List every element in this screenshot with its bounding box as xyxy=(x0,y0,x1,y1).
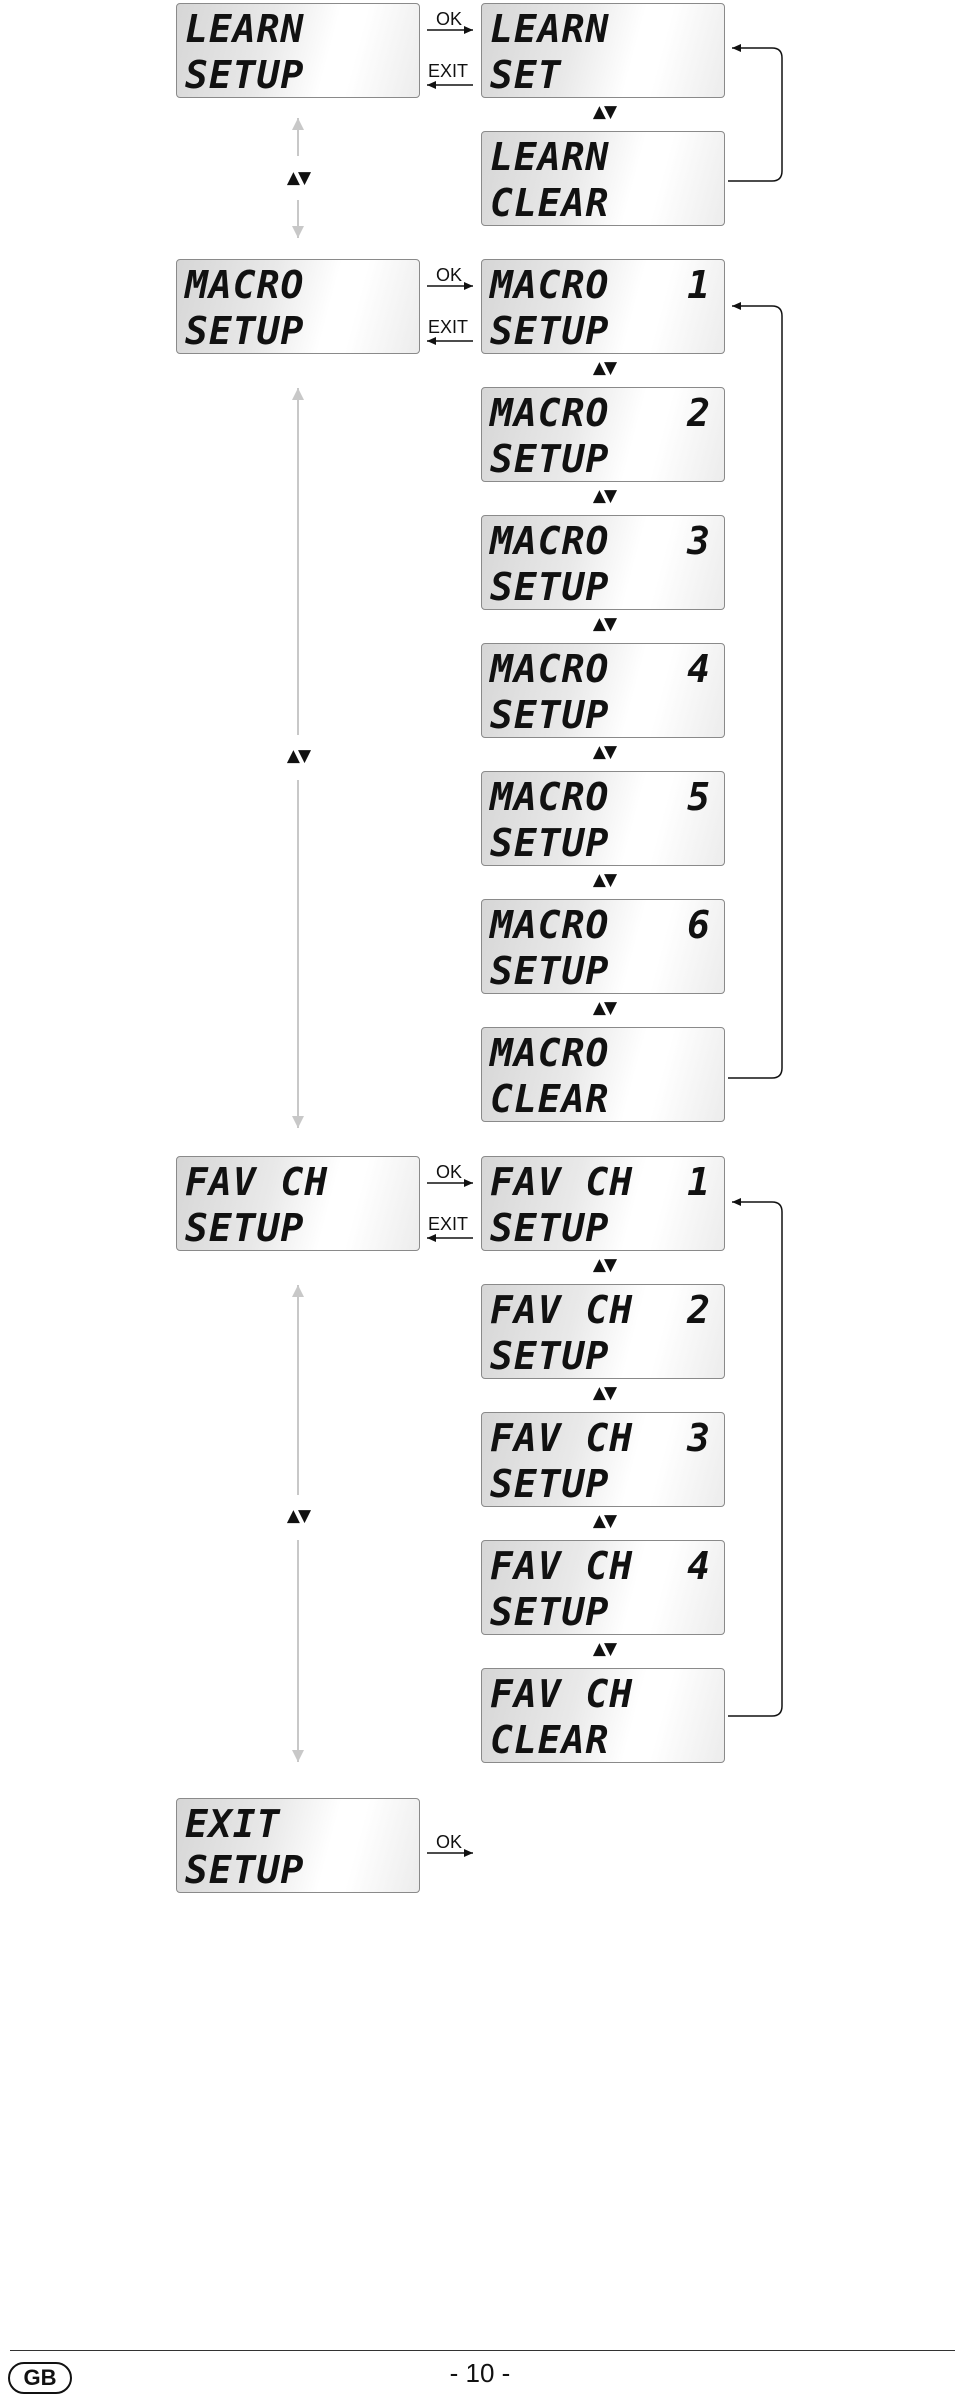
lcd-macro-2-setup: MACRO 2 SETUP xyxy=(481,387,725,482)
lcd-line-1: MACRO xyxy=(185,263,305,307)
lcd-line-1: MACRO xyxy=(490,647,610,691)
lcd-learn-setup: LEARN SETUP xyxy=(176,3,420,98)
lcd-number: 1 xyxy=(687,1160,710,1204)
lcd-number: 6 xyxy=(687,903,710,947)
lcd-line-2: SETUP xyxy=(490,1590,610,1634)
lcd-line-1: MACRO xyxy=(490,1031,610,1075)
lcd-fav-ch-3-setup: FAV CH 3 SETUP xyxy=(481,1412,725,1507)
lcd-line-1: FAV CH xyxy=(490,1544,634,1588)
lcd-line-2: SETUP xyxy=(185,1206,305,1250)
updown-symbol-macro-5: ▲▼ xyxy=(592,870,617,890)
lcd-learn-clear: LEARN CLEAR xyxy=(481,131,725,226)
updown-symbol-macro-3: ▲▼ xyxy=(592,614,617,634)
updown-symbol-main-2: ▲▼ xyxy=(286,746,311,766)
footer-divider xyxy=(10,2350,955,2351)
lcd-line-2: SET xyxy=(490,53,562,97)
lcd-line-1: MACRO xyxy=(490,775,610,819)
exit-label-macro: EXIT xyxy=(428,317,469,337)
lcd-number: 2 xyxy=(687,1288,710,1332)
lcd-fav-ch-clear: FAV CH CLEAR xyxy=(481,1668,725,1763)
lcd-number: 4 xyxy=(687,647,710,691)
ok-label-exit: OK xyxy=(436,1832,463,1852)
loop-learn xyxy=(728,44,783,182)
updown-symbol-macro-1: ▲▼ xyxy=(592,358,617,378)
updown-symbol-macro-2: ▲▼ xyxy=(592,486,617,506)
lcd-line-2: SETUP xyxy=(490,1206,610,1250)
lcd-fav-ch-1-setup: FAV CH 1 SETUP xyxy=(481,1156,725,1251)
exit-label-learn: EXIT xyxy=(428,61,469,81)
lcd-line-1: LEARN xyxy=(490,7,610,51)
lcd-line-1: FAV CH xyxy=(490,1160,634,1204)
lcd-macro-4-setup: MACRO 4 SETUP xyxy=(481,643,725,738)
updown-symbol-fav-3: ▲▼ xyxy=(592,1511,617,1531)
lcd-number: 4 xyxy=(687,1544,710,1588)
lcd-line-1: LEARN xyxy=(185,7,305,51)
lcd-number: 3 xyxy=(687,1416,710,1460)
lcd-line-2: SETUP xyxy=(490,693,610,737)
lcd-exit-setup: EXIT SETUP xyxy=(176,1798,420,1893)
ok-label-macro: OK xyxy=(436,265,463,285)
lcd-macro-6-setup: MACRO 6 SETUP xyxy=(481,899,725,994)
lcd-macro-clear: MACRO CLEAR xyxy=(481,1027,725,1122)
lcd-fav-ch-4-setup: FAV CH 4 SETUP xyxy=(481,1540,725,1635)
lcd-macro-3-setup: MACRO 3 SETUP xyxy=(481,515,725,610)
lcd-line-2: SETUP xyxy=(490,309,610,353)
lcd-line-2: SETUP xyxy=(490,821,610,865)
lcd-line-2: CLEAR xyxy=(490,1718,610,1762)
ok-label-learn: OK xyxy=(436,9,463,29)
updown-symbol-fav-1: ▲▼ xyxy=(592,1255,617,1275)
updown-symbol-fav-2: ▲▼ xyxy=(592,1383,617,1403)
lcd-line-1: MACRO xyxy=(490,903,610,947)
loop-fav xyxy=(728,1198,783,1717)
lcd-line-2: SETUP xyxy=(185,53,305,97)
lcd-number: 5 xyxy=(687,775,710,819)
lcd-line-1: FAV CH xyxy=(185,1160,329,1204)
updown-symbol-main-3: ▲▼ xyxy=(286,1506,311,1526)
lcd-line-2: SETUP xyxy=(185,309,305,353)
lcd-line-2: SETUP xyxy=(490,565,610,609)
lcd-line-2: SETUP xyxy=(490,1334,610,1378)
lcd-macro-1-setup: MACRO 1 SETUP xyxy=(481,259,725,354)
lcd-line-1: MACRO xyxy=(490,263,610,307)
lcd-line-1: EXIT xyxy=(185,1802,281,1846)
lcd-line-2: CLEAR xyxy=(490,1077,610,1121)
ok-label-fav: OK xyxy=(436,1162,463,1182)
updown-symbol-macro-6: ▲▼ xyxy=(592,998,617,1018)
language-badge: GB xyxy=(8,2362,72,2394)
lcd-line-2: SETUP xyxy=(490,437,610,481)
lcd-fav-ch-setup: FAV CH SETUP xyxy=(176,1156,420,1251)
lcd-fav-ch-2-setup: FAV CH 2 SETUP xyxy=(481,1284,725,1379)
exit-label-fav: EXIT xyxy=(428,1214,469,1234)
lcd-line-1: FAV CH xyxy=(490,1672,634,1716)
updown-symbol-macro-4: ▲▼ xyxy=(592,742,617,762)
lcd-learn-set: LEARN SET xyxy=(481,3,725,98)
lcd-line-2: SETUP xyxy=(490,949,610,993)
lcd-line-2: SETUP xyxy=(185,1848,305,1892)
lcd-line-1: LEARN xyxy=(490,135,610,179)
lcd-macro-setup: MACRO SETUP xyxy=(176,259,420,354)
lcd-number: 2 xyxy=(687,391,710,435)
page-number: - 10 - xyxy=(449,2358,511,2388)
loop-macro xyxy=(728,302,783,1079)
lcd-line-1: MACRO xyxy=(490,391,610,435)
lcd-line-1: MACRO xyxy=(490,519,610,563)
updown-symbol-fav-4: ▲▼ xyxy=(592,1639,617,1659)
updown-symbol-main-1: ▲▼ xyxy=(286,168,311,188)
lcd-line-1: FAV CH xyxy=(490,1416,634,1460)
lcd-number: 1 xyxy=(687,263,710,307)
lcd-line-2: SETUP xyxy=(490,1462,610,1506)
lcd-line-2: CLEAR xyxy=(490,181,610,225)
updown-symbol-learn: ▲▼ xyxy=(592,102,617,122)
lcd-number: 3 xyxy=(687,519,710,563)
lcd-line-1: FAV CH xyxy=(490,1288,634,1332)
lcd-macro-5-setup: MACRO 5 SETUP xyxy=(481,771,725,866)
